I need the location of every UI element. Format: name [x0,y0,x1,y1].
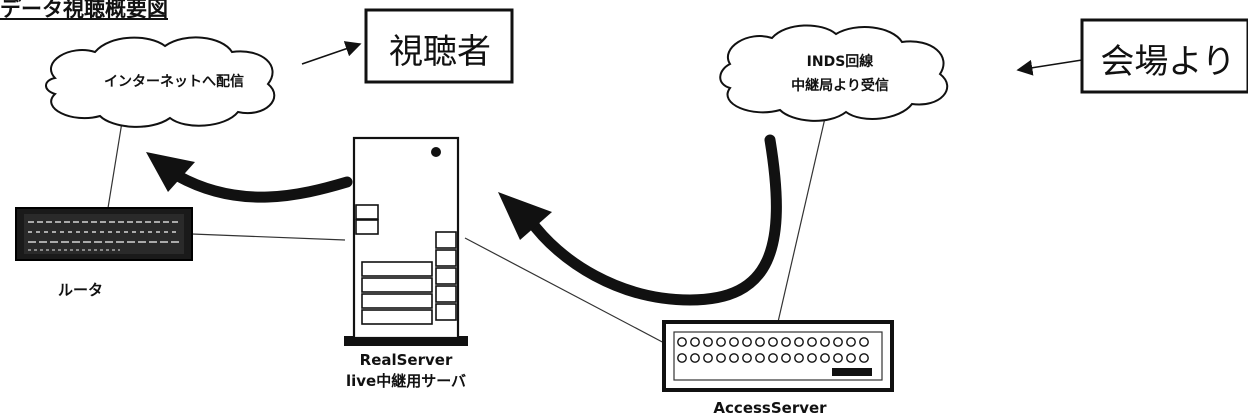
connector-line [107,121,123,209]
port-circle [729,337,739,347]
access-ports-row [677,337,869,347]
port-circle [742,353,752,363]
accessserver-label: AccessServer [713,399,827,417]
diagram-title: データ視聴概要図 [0,0,168,21]
port-circle [768,337,778,347]
port-circle [859,337,869,347]
flow-arrow-head-internet [146,152,195,192]
realserver-label: RealServer live中継用サーバ [326,350,486,392]
port-circle [833,353,843,363]
port-circle [703,353,713,363]
internet-cloud [45,36,276,128]
port-circle [755,353,765,363]
port-circle [833,337,843,347]
port-circle [703,337,713,347]
port-circle [794,353,804,363]
port-circle [781,337,791,347]
port-circle [820,353,830,363]
port-circle [846,353,856,363]
viewer-box [364,8,514,84]
arrow-to-viewer [301,41,362,65]
port-circle [768,353,778,363]
port-circle [859,353,869,363]
port-circle [690,337,700,347]
flow-arrow-head-server [498,192,552,240]
connector-line [464,237,669,346]
router-device [15,207,193,261]
isdn-cloud-label: INDS回線 中継局より受信 [760,50,920,98]
port-circle [716,353,726,363]
connector-line [777,117,826,323]
port-circle [807,353,817,363]
port-circle [677,353,687,363]
port-circle [742,337,752,347]
port-circle [677,337,687,347]
realserver-tower [344,136,468,346]
realserver-line-2: live中継用サーバ [345,372,467,390]
viewer-label: 視聴者 [389,32,491,72]
flow-arrow-to-server [524,134,782,306]
isdn-line-2: 中継局より受信 [791,78,889,94]
port-circle [820,337,830,347]
connector-line [191,233,346,241]
internet-cloud-label: インターネットへ配信 [104,74,244,90]
venue-label: 会場より [1100,42,1236,82]
port-circle [807,337,817,347]
router-label: ルータ [58,281,104,299]
venue-box [1080,18,1248,94]
arrow-from-venue [1016,59,1083,76]
isdn-cloud [719,24,948,122]
access-ports-row [677,353,869,363]
flow-arrow-to-internet [172,170,353,203]
port-circle [690,353,700,363]
port-circle [781,353,791,363]
realserver-line-1: RealServer [359,351,453,369]
isdn-line-1: INDS回線 [806,54,874,70]
port-circle [794,337,804,347]
port-circle [729,353,739,363]
port-circle [716,337,726,347]
port-circle [755,337,765,347]
port-circle [846,337,856,347]
accessserver-device [662,320,894,392]
